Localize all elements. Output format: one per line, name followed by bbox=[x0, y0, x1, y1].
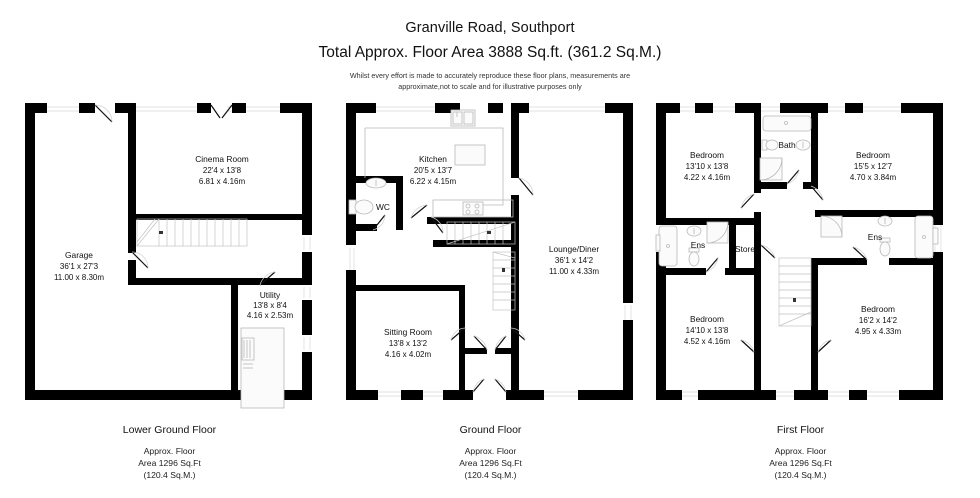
room-dim-m-utility: 4.16 x 2.53m bbox=[247, 311, 294, 320]
room-label-kitchen: Kitchen bbox=[419, 154, 447, 164]
floorplan-lower-ground: Garage 36'1 x 27'3 11.00 x 8.30m Cinema … bbox=[22, 100, 317, 410]
room-dim-m-bedroom-4: 4.95 x 4.33m bbox=[855, 327, 902, 336]
room-dim-m-bedroom-1: 4.22 x 4.16m bbox=[684, 173, 731, 182]
page-title: Granville Road, Southport bbox=[405, 20, 575, 36]
room-label-bath: Bath bbox=[778, 140, 796, 150]
room-label-lounge-diner: Lounge/Diner bbox=[549, 244, 599, 254]
floorplan-ground: Kitchen 20'5 x 13'7 6.22 x 4.15m WC Loun… bbox=[343, 100, 638, 410]
room-label-cinema-room: Cinema Room bbox=[195, 154, 249, 164]
room-label-ens-right: Ens bbox=[868, 232, 882, 242]
caption-lower-line2: Area 1296 Sq.Ft bbox=[138, 458, 201, 469]
caption-ground-line1: Approx. Floor bbox=[464, 446, 517, 456]
room-dim-ft-garage: 36'1 x 27'3 bbox=[60, 262, 99, 271]
caption-lower-line3: (120.4 Sq.M.) bbox=[143, 470, 196, 481]
room-label-sitting-room: Sitting Room bbox=[384, 327, 432, 337]
caption-lower-line1: Approx. Floor bbox=[143, 446, 196, 456]
room-dim-ft-bedroom-1: 13'10 x 13'8 bbox=[686, 162, 729, 171]
floorplan-first: Bedroom 13'10 x 13'8 4.22 x 4.16m Bath B… bbox=[653, 100, 948, 410]
caption-lower-ground: Lower Ground Floor Approx. Floor Area 12… bbox=[22, 424, 317, 482]
room-dim-ft-sitting-room: 13'8 x 13'2 bbox=[389, 339, 428, 348]
caption-ground-line2: Area 1296 Sq.Ft bbox=[459, 458, 522, 469]
room-dim-m-garage: 11.00 x 8.30m bbox=[54, 273, 104, 282]
plan-header: Granville Road, Southport Total Approx. … bbox=[0, 0, 980, 93]
caption-ground-line3: (120.4 Sq.M.) bbox=[464, 470, 517, 481]
room-label-wc: WC bbox=[376, 202, 390, 212]
room-dim-m-bedroom-3: 4.52 x 4.16m bbox=[684, 337, 731, 346]
room-dim-m-cinema-room: 6.81 x 4.16m bbox=[199, 177, 246, 186]
room-dim-m-kitchen: 6.22 x 4.15m bbox=[410, 177, 457, 186]
room-label-bedroom-1: Bedroom bbox=[690, 150, 724, 160]
room-dim-ft-kitchen: 20'5 x 13'7 bbox=[414, 166, 453, 175]
room-dim-ft-cinema-room: 22'4 x 13'8 bbox=[203, 166, 242, 175]
caption-title-ground: Ground Floor bbox=[459, 424, 522, 436]
total-area-subtitle: Total Approx. Floor Area 3888 Sq.ft. (36… bbox=[318, 44, 662, 61]
room-dim-m-sitting-room: 4.16 x 4.02m bbox=[385, 350, 432, 359]
caption-first-line2: Area 1296 Sq.Ft bbox=[769, 458, 832, 469]
room-dim-m-bedroom-2: 4.70 x 3.84m bbox=[850, 173, 897, 182]
caption-first-line1: Approx. Floor bbox=[774, 446, 827, 456]
room-dim-ft-utility: 13'8 x 8'4 bbox=[253, 301, 287, 310]
room-label-ens-left: Ens bbox=[691, 240, 705, 250]
room-label-bedroom-3: Bedroom bbox=[690, 314, 724, 324]
room-label-bedroom-2: Bedroom bbox=[856, 150, 890, 160]
room-dim-ft-bedroom-4: 16'2 x 14'2 bbox=[859, 316, 898, 325]
caption-first-line3: (120.4 Sq.M.) bbox=[774, 470, 827, 481]
room-label-bedroom-4: Bedroom bbox=[861, 304, 895, 314]
room-label-utility: Utility bbox=[260, 290, 281, 300]
caption-title-lower-ground: Lower Ground Floor bbox=[122, 424, 217, 436]
room-dim-ft-bedroom-2: 15'5 x 12'7 bbox=[854, 162, 893, 171]
room-dim-m-lounge-diner: 11.00 x 4.33m bbox=[549, 267, 599, 276]
room-label-store: Store bbox=[735, 244, 755, 254]
disclaimer-line-1: Whilst every effort is made to accuratel… bbox=[349, 71, 631, 80]
caption-ground: Ground Floor Approx. Floor Area 1296 Sq.… bbox=[343, 424, 638, 482]
room-dim-ft-bedroom-3: 14'10 x 13'8 bbox=[686, 326, 729, 335]
caption-title-first: First Floor bbox=[776, 424, 825, 436]
room-label-garage: Garage bbox=[65, 250, 93, 260]
caption-first: First Floor Approx. Floor Area 1296 Sq.F… bbox=[653, 424, 948, 482]
room-dim-ft-lounge-diner: 36'1 x 14'2 bbox=[555, 256, 594, 265]
disclaimer-line-2: approximate,not to scale and for illustr… bbox=[398, 82, 582, 92]
